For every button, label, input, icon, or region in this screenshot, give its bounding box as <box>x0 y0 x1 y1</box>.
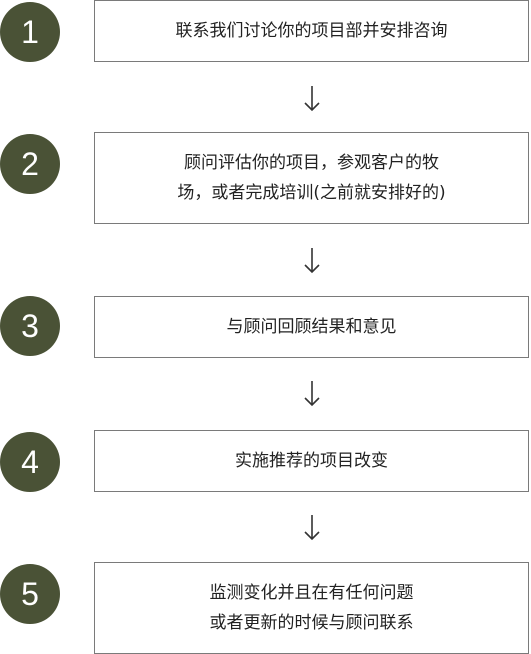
step-4-text: 实施推荐的项目改变 <box>235 451 388 471</box>
step-3-number-badge: 3 <box>0 296 60 356</box>
step-5-number-badge: 5 <box>0 564 60 624</box>
step-4-number-badge: 4 <box>0 432 60 492</box>
step-1-box: 联系我们讨论你的项目部并安排咨询 <box>94 0 529 62</box>
down-arrow-icon <box>296 513 328 543</box>
step-1-number-badge: 1 <box>0 2 60 62</box>
step-4-box: 实施推荐的项目改变 <box>94 430 529 492</box>
step-3-box: 与顾问回顾结果和意见 <box>94 296 529 358</box>
step-2-box: 顾问评估你的项目，参观客户的牧 场，或者完成培训(之前就安排好的) <box>94 132 529 224</box>
step-1-text: 联系我们讨论你的项目部并安排咨询 <box>175 21 448 41</box>
down-arrow-icon <box>296 84 328 114</box>
step-3-text: 与顾问回顾结果和意见 <box>226 317 397 337</box>
down-arrow-icon <box>296 379 328 409</box>
step-5-box: 监测变化并且在有任何问题 或者更新的时候与顾问联系 <box>94 562 529 654</box>
step-5-text: 监测变化并且在有任何问题 或者更新的时候与顾问联系 <box>209 583 414 633</box>
down-arrow-icon <box>296 246 328 276</box>
step-2-number-badge: 2 <box>0 134 60 194</box>
step-2-text: 顾问评估你的项目，参观客户的牧 场，或者完成培训(之前就安排好的) <box>177 153 446 203</box>
